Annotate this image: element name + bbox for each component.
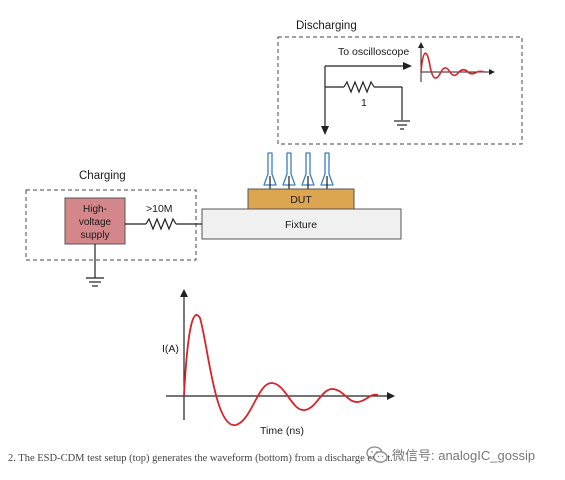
charging-label: Charging: [79, 170, 126, 182]
ground-icon-discharge: [394, 120, 410, 130]
dut-label: DUT: [290, 194, 312, 206]
fixture-label: Fixture: [285, 219, 317, 231]
x-axis-arrow: [387, 392, 395, 400]
to-oscilloscope-label: To oscilloscope: [338, 46, 409, 58]
supply-label-line2: voltage: [79, 217, 112, 228]
charging-section: Charging High- voltage supply >10M: [25, 170, 202, 287]
discharging-box: [277, 36, 523, 145]
probe-tips: [269, 176, 328, 190]
ground-icon-charge: [86, 277, 104, 287]
oscilloscope-arrow: [403, 62, 412, 70]
discharge-waveform: [183, 314, 379, 426]
mini-axis-y-arrow: [418, 42, 424, 48]
mini-waveform: [420, 52, 485, 79]
y-axis-arrow: [180, 289, 188, 297]
figure-caption: 2. The ESD-CDM test setup (top) generate…: [8, 453, 393, 464]
discharging-label: Discharging: [296, 20, 357, 32]
supply-label-line1: High-: [83, 204, 107, 215]
x-axis-label: Time (ns): [260, 425, 304, 437]
charge-resistor: [145, 217, 177, 231]
probe-arrow-down: [321, 126, 329, 135]
resistor-1ohm: [343, 80, 375, 94]
waveform-plot: I(A) Time (ns): [162, 289, 395, 437]
mini-axis-x-arrow: [489, 69, 495, 75]
high-voltage-supply-box: [64, 197, 126, 245]
probe-pin-2: [282, 152, 296, 186]
charge-resistor-label: >10M: [146, 203, 173, 215]
y-axis-label: I(A): [162, 343, 179, 355]
probe-pins: [263, 152, 334, 186]
discharging-section: Discharging To oscilloscope 1: [277, 20, 523, 145]
resistor-value-label: 1: [361, 97, 367, 109]
watermark-text: 微信号: analogIC_gossip: [392, 448, 536, 463]
charging-box: [25, 189, 197, 261]
fixture-box: [201, 208, 402, 240]
probe-pin-1: [263, 152, 277, 186]
supply-label-line3: supply: [81, 230, 110, 241]
wechat-icon: [366, 445, 388, 463]
probe-pin-3: [301, 152, 315, 186]
watermark: 微信号: analogIC_gossip: [366, 445, 535, 464]
probe-pin-4: [320, 152, 334, 186]
